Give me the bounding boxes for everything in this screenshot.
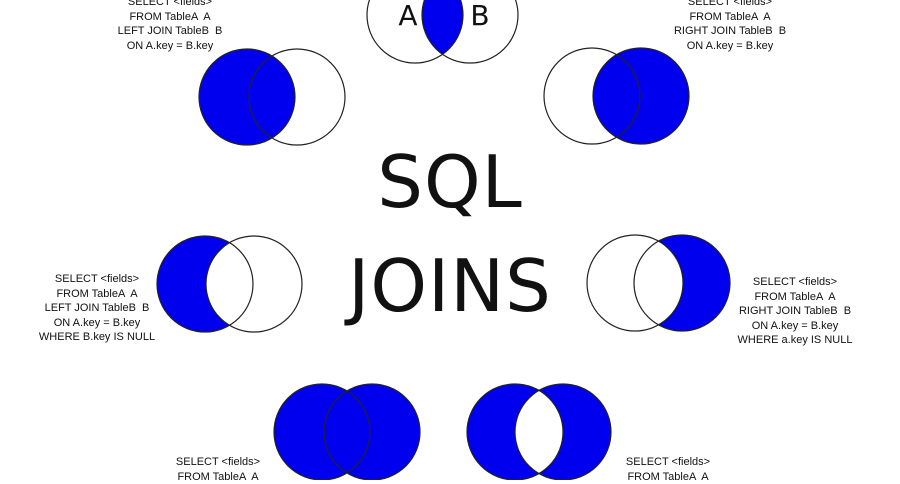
query-line: SELECT <fields> xyxy=(22,272,172,287)
venn-full-outer-excluding-join xyxy=(467,384,611,480)
query-line: FROM TableA A xyxy=(148,470,288,484)
query-line: SELECT <fields> xyxy=(660,0,800,10)
query-line: FROM TableA A xyxy=(100,10,240,25)
query-line: RIGHT JOIN TableB B xyxy=(660,24,800,39)
query-line: FROM TableA A xyxy=(22,287,172,302)
venn-right-join xyxy=(544,48,689,144)
query-line: FROM TableA A xyxy=(598,470,738,484)
query-line: SELECT <fields> xyxy=(720,275,870,290)
title-sql: SQL xyxy=(0,146,900,218)
query-line: SELECT <fields> xyxy=(598,455,738,470)
query-line: WHERE a.key IS NULL xyxy=(720,333,870,348)
label-b: B xyxy=(470,0,489,32)
query-line: ON A.key = B.key xyxy=(22,316,172,331)
query-line: LEFT JOIN TableB B xyxy=(100,24,240,39)
query-line: LEFT JOIN TableB B xyxy=(22,301,172,316)
label-a: A xyxy=(398,0,417,32)
query-line: FROM TableA A xyxy=(720,290,870,305)
venn-left-join xyxy=(199,49,345,145)
query-line: SELECT <fields> xyxy=(148,455,288,470)
query-line: ON A.key = B.key xyxy=(660,39,800,54)
query-line: FROM TableA A xyxy=(660,10,800,25)
query-line: WHERE B.key IS NULL xyxy=(22,330,172,345)
query-line: SELECT <fields> xyxy=(100,0,240,10)
query-line: RIGHT JOIN TableB B xyxy=(720,304,870,319)
venn-full-outer-join xyxy=(274,384,420,480)
query-line: ON A.key = B.key xyxy=(720,319,870,334)
query-line: ON A.key = B.key xyxy=(100,39,240,54)
